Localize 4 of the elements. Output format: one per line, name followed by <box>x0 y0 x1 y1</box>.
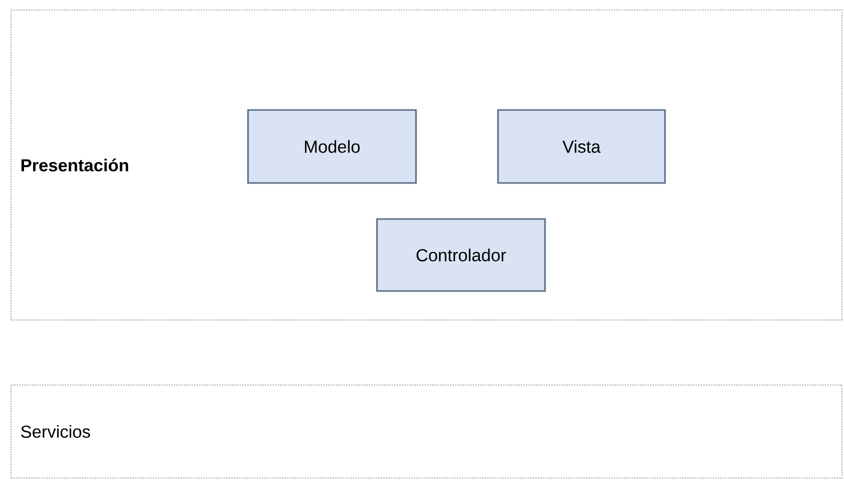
component-box: Modelo <box>247 109 417 184</box>
component-box: Vista <box>497 109 666 184</box>
component-box: Controlador <box>376 218 546 292</box>
layer-band: Servicios <box>10 384 843 479</box>
